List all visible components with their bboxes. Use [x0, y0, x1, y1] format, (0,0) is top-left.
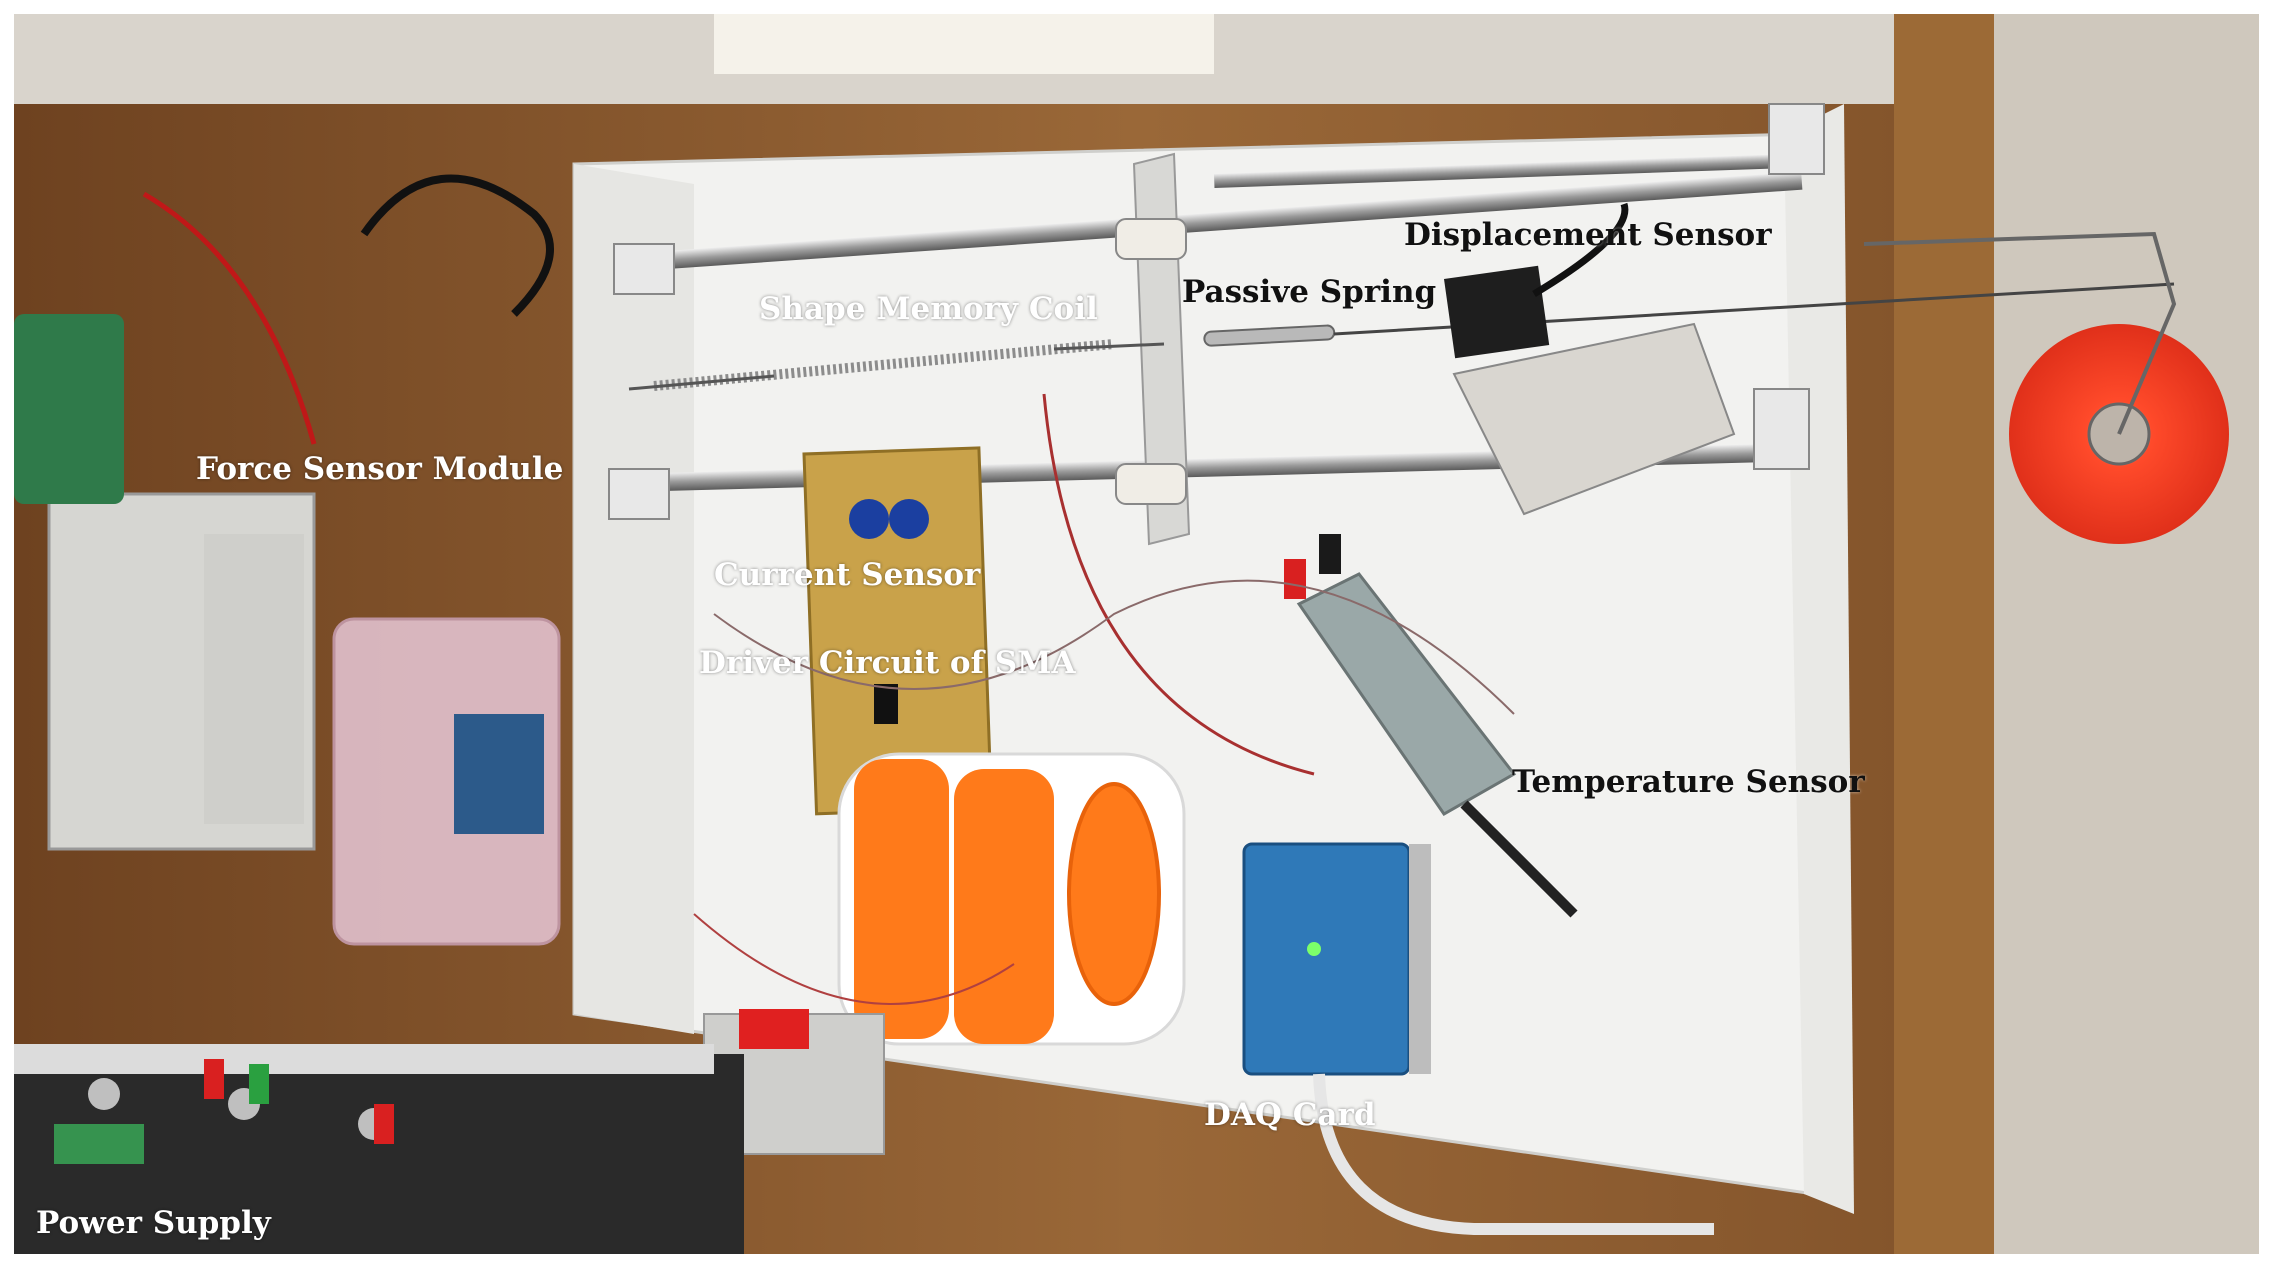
- left-board-panel: [574, 164, 694, 1034]
- temp-probe-cable: [1460, 800, 1578, 918]
- spool-string: [1863, 231, 2177, 435]
- carriage-bushing-top: [1115, 218, 1187, 260]
- sma-coil: [653, 339, 1115, 391]
- left-upper-bracket: [613, 243, 675, 295]
- displacement-sensor-cable: [1532, 202, 1629, 298]
- wire-black-1: [360, 174, 554, 317]
- multimeter: [14, 314, 124, 504]
- carriage-bushing-bottom: [1115, 463, 1187, 505]
- wire-red-2: [1042, 393, 1315, 776]
- pcb-capacitor-2: [889, 499, 929, 539]
- fan-band-2: [954, 769, 1054, 1044]
- ps-terminal-red: [204, 1059, 224, 1099]
- fan-grille: [1067, 782, 1161, 1006]
- upper-rod-right: [1214, 154, 1775, 188]
- left-lower-bracket: [608, 468, 670, 520]
- upper-rod: [623, 171, 1803, 272]
- label-power-supply: Power Supply: [36, 1205, 271, 1241]
- ps-display: [54, 1124, 144, 1164]
- wire-red-1: [142, 191, 317, 445]
- temp-probe-red: [1284, 559, 1306, 599]
- right-wall: [1994, 14, 2259, 1254]
- temperature-sensor: [1296, 572, 1517, 816]
- label-temperature-sensor: Temperature Sensor: [1512, 764, 1865, 800]
- fan-band-1: [854, 759, 949, 1039]
- usb-cable: [1313, 1073, 1714, 1235]
- wood-pillar: [1894, 14, 1994, 1254]
- tray-board: [454, 714, 544, 834]
- daq-card: [1242, 842, 1411, 1076]
- right-lower-bracket: [1753, 388, 1810, 470]
- right-board-panel: [1784, 104, 1854, 1214]
- displacement-sensor-body: [1444, 265, 1550, 359]
- label-displacement-sensor: Displacement Sensor: [1404, 217, 1772, 253]
- temp-probe-black: [1319, 534, 1341, 574]
- label-passive-spring: Passive Spring: [1182, 274, 1437, 310]
- label-driver-circuit: Driver Circuit of SMA: [699, 645, 1076, 681]
- photo-scene: Force Sensor Module Shape Memory Coil Pa…: [14, 14, 2259, 1254]
- label-shape-memory-coil: Shape Memory Coil: [759, 291, 1098, 327]
- daq-led: [1307, 942, 1321, 956]
- pcb-chip: [874, 684, 898, 724]
- ps-terminal-red-2: [374, 1104, 394, 1144]
- ps-knob-1: [88, 1078, 120, 1110]
- led-display: [739, 1009, 809, 1049]
- force-sensor-box-door: [204, 534, 304, 824]
- power-supply-top: [14, 1044, 714, 1074]
- plastic-tray: [332, 617, 561, 946]
- wire-thin-1: [713, 579, 1515, 715]
- daq-terminal-strip: [1409, 844, 1431, 1074]
- pcb-capacitor-1: [849, 499, 889, 539]
- label-current-sensor: Current Sensor: [714, 557, 981, 593]
- right-upper-bracket: [1768, 103, 1825, 175]
- window-light: [714, 14, 1214, 74]
- label-force-sensor-module: Force Sensor Module: [196, 451, 564, 487]
- ps-terminal-green: [249, 1064, 269, 1104]
- test-rig-illustration: [14, 14, 2259, 1254]
- displacement-sensor-mount: [1452, 322, 1736, 516]
- wire-thin-2: [693, 913, 1015, 1005]
- passive-spring: [1203, 324, 1336, 347]
- label-daq-card: DAQ Card: [1204, 1097, 1376, 1133]
- sma-wire-ends: [628, 342, 1165, 391]
